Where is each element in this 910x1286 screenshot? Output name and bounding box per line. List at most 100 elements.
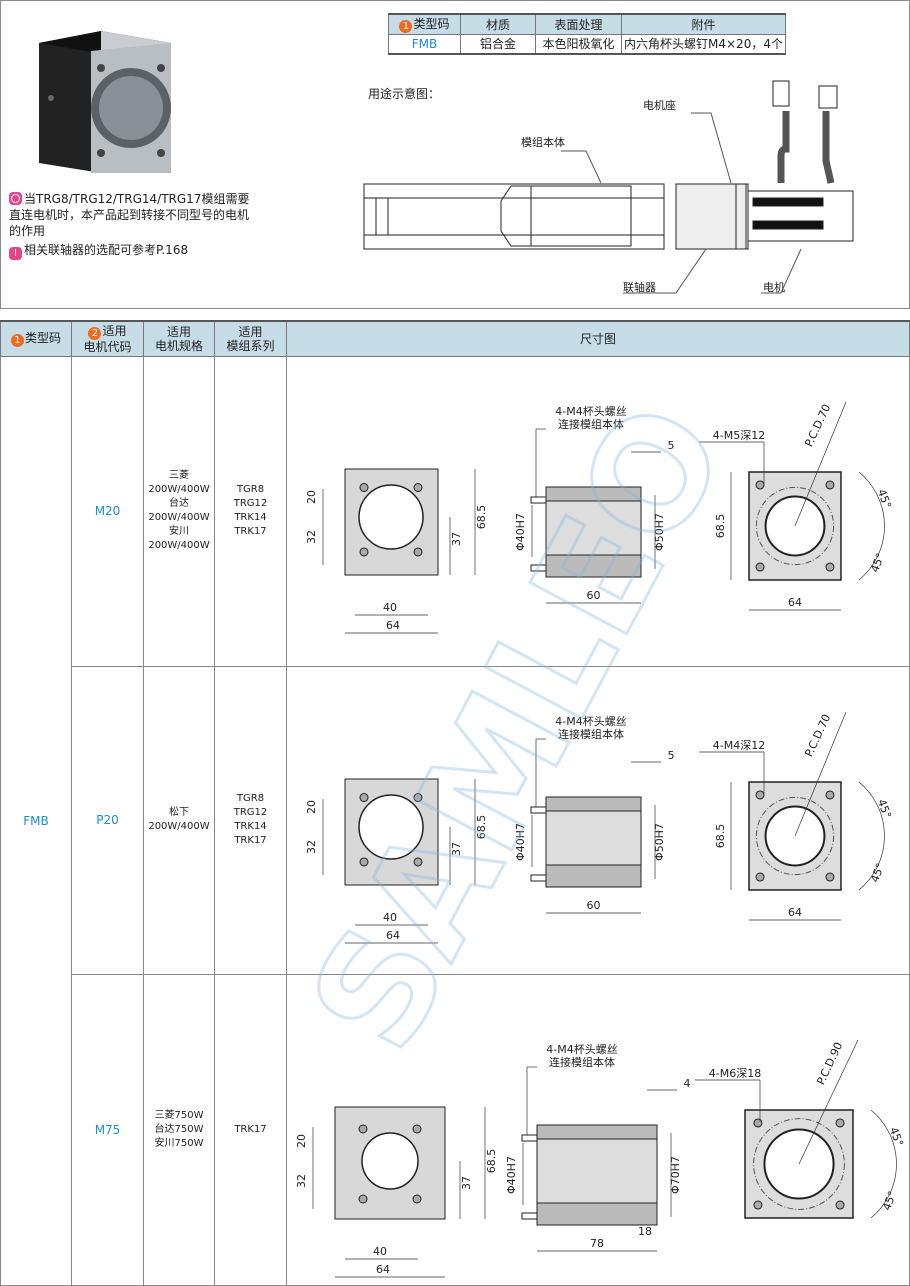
- screw: [530, 496, 547, 503]
- number-badge: 2: [88, 326, 102, 340]
- dimension-label: 45°: [875, 797, 894, 820]
- note-item: !相关联轴器的选配可参考P.168: [9, 242, 259, 260]
- tap-hole: [825, 872, 835, 882]
- dimension-label: 37: [460, 1176, 473, 1190]
- motor-code: M75: [71, 973, 144, 1286]
- dimension-label: 37: [450, 532, 463, 546]
- screw-label: 连接模组本体: [549, 1055, 615, 1069]
- dimension-label: 5: [668, 439, 675, 452]
- label-coupling: 联轴器: [623, 280, 656, 294]
- section-hatch: [545, 554, 642, 577]
- dimension-line: [794, 711, 847, 836]
- bolt-hole: [358, 1194, 368, 1204]
- dimension-label: 45°: [887, 1125, 906, 1148]
- dimension-label: 4: [684, 1077, 691, 1090]
- dimension-label: 5: [668, 749, 675, 762]
- bolt-hole: [359, 546, 369, 556]
- dimension-label: 64: [788, 596, 802, 609]
- tap-hole: [755, 872, 765, 882]
- dimension-label: 60: [587, 899, 601, 912]
- dimension-label: 18: [638, 1225, 652, 1238]
- tap-hole: [835, 1200, 845, 1210]
- dimension-label: 68.5: [485, 1149, 498, 1174]
- tap-label: 4-M5深12: [713, 429, 765, 442]
- product-overview-section: 当TRG8/TRG12/TRG14/TRG17模组需要直连电机时，本产品起到转接…: [0, 0, 910, 309]
- note-item: 当TRG8/TRG12/TRG14/TRG17模组需要直连电机时，本产品起到转接…: [9, 192, 250, 238]
- tap-hole: [825, 562, 835, 572]
- dimension-label: 20: [305, 800, 318, 814]
- pcd-label: P.C.D.70: [802, 402, 833, 449]
- dimension-label: 40: [373, 1245, 387, 1258]
- dimension-label: 37: [450, 842, 463, 856]
- label-module: 模组本体: [521, 135, 565, 149]
- dimension-label: 45°: [875, 487, 894, 510]
- dimension-label: 32: [295, 1174, 308, 1188]
- number-badge: 1: [399, 20, 413, 34]
- dimension-label: Φ50H7: [653, 823, 666, 861]
- screw: [530, 874, 547, 881]
- dimension-label: 64: [386, 619, 400, 632]
- dimension-label: 20: [305, 490, 318, 504]
- bore-circle: [358, 793, 424, 860]
- motor-code: P20: [71, 665, 144, 975]
- bolt-hole: [413, 482, 423, 492]
- bolt-hole: [359, 482, 369, 492]
- screw-label: 4-M4杯头螺丝: [555, 404, 626, 418]
- dimension-label: 78: [590, 1237, 604, 1250]
- dimension-label: 64: [788, 906, 802, 919]
- tap-hole: [755, 789, 765, 799]
- dimension-label: 64: [376, 1263, 390, 1276]
- bore-circle: [358, 483, 424, 550]
- bolt-hole: [412, 1124, 422, 1134]
- bolt-hole: [413, 792, 423, 802]
- screw: [521, 1212, 538, 1220]
- angle-arc: [858, 781, 885, 890]
- tap-hole: [835, 1118, 845, 1128]
- pcd-label: P.C.D.70: [802, 712, 833, 759]
- module-series: TRK17: [214, 973, 287, 1286]
- number-badge: 1: [10, 333, 24, 347]
- pcd-circle: [753, 1118, 845, 1210]
- bolt-hole: [413, 546, 423, 556]
- dimension-label: 40: [383, 911, 397, 924]
- dimension-label: Φ40H7: [505, 1156, 518, 1194]
- section-hatch: [536, 1202, 658, 1226]
- tap-label: 4-M6深18: [709, 1067, 761, 1080]
- dimension-label: 68.5: [475, 814, 488, 839]
- section-hatch: [545, 796, 642, 811]
- motor-spec: 松下200W/400W: [143, 665, 215, 975]
- dimension-label: 64: [386, 929, 400, 942]
- ring-icon: [9, 192, 22, 205]
- screw-label: 连接模组本体: [558, 417, 624, 431]
- tap-hole: [753, 1118, 763, 1128]
- usage-title: 用途示意图：: [368, 87, 441, 101]
- section-hatch: [545, 486, 642, 501]
- tap-hole: [825, 479, 835, 489]
- pcd-circle: [755, 486, 835, 565]
- screw-label: 4-M4杯头螺丝: [546, 1042, 617, 1056]
- dimension-label: Φ40H7: [514, 513, 527, 551]
- dimension-label: 68.5: [714, 513, 727, 538]
- pcd-label: P.C.D.90: [814, 1040, 845, 1087]
- screw-label: 4-M4杯头螺丝: [555, 714, 626, 728]
- angle-arc: [870, 1109, 897, 1219]
- bolt-hole: [358, 1124, 368, 1134]
- dimension-label: 32: [305, 840, 318, 854]
- dimension-line: [798, 1039, 859, 1165]
- angle-arc: [858, 471, 885, 580]
- tap-hole: [825, 789, 835, 799]
- pcd-circle: [755, 796, 835, 875]
- dimension-label: 32: [305, 530, 318, 544]
- exclamation-icon: !: [9, 247, 22, 260]
- screw-label: 连接模组本体: [558, 727, 624, 741]
